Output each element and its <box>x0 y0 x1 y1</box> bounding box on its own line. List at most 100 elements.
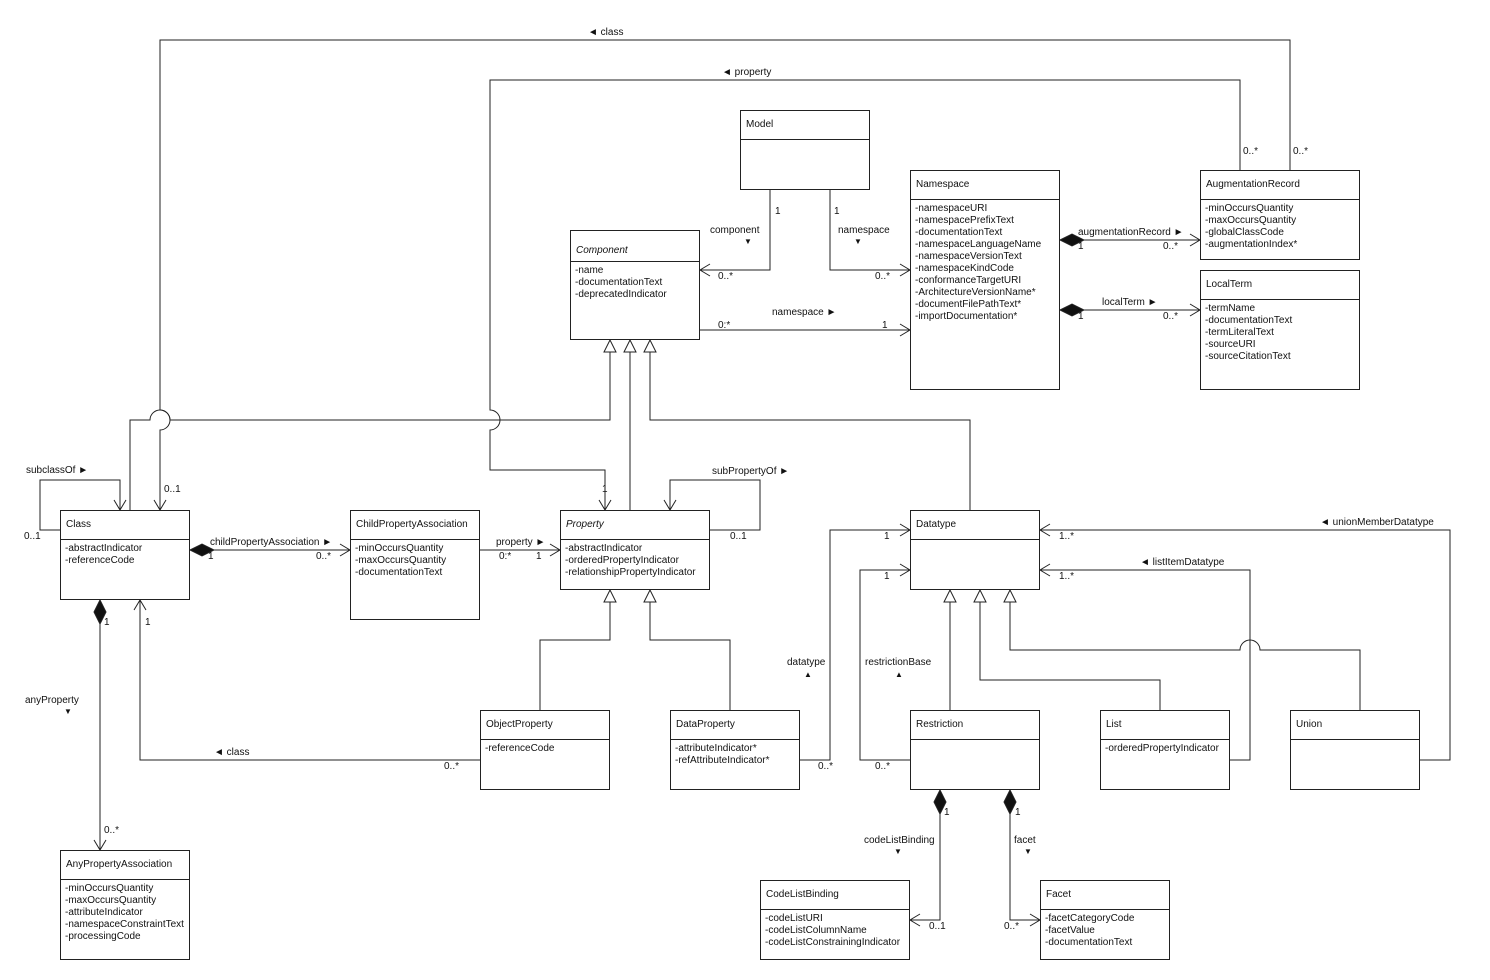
attribute: -codeListConstrainingIndicator <box>765 937 901 948</box>
attribute: -orderedPropertyIndicator <box>565 555 679 566</box>
attribute: -importDocumentation* <box>915 311 1018 322</box>
attribute: -facetValue <box>1045 925 1095 936</box>
attribute-list: -codeListURI -codeListColumnName -codeLi… <box>761 910 909 949</box>
class-box-facet[interactable]: Facet -facetCategoryCode -facetValue -do… <box>1040 880 1170 960</box>
multiplicity-label: 1 <box>536 551 542 562</box>
attribute: -documentFilePathText* <box>915 299 1022 310</box>
direction-arrow-icon: ▼ <box>1024 847 1032 856</box>
attribute: -maxOccursQuantity <box>1205 215 1297 226</box>
class-box-local-term[interactable]: LocalTerm -termName -documentationText -… <box>1200 270 1360 390</box>
facet-diamond <box>1003 788 1017 816</box>
role-label: namespace <box>838 225 890 236</box>
attribute: -referenceCode <box>65 555 135 566</box>
direction-arrow-icon: ▲ <box>804 670 812 679</box>
attribute: -namespacePrefixText <box>915 215 1014 226</box>
role-label: childPropertyAssociation ► <box>210 537 333 548</box>
role-label: augmentationRecord ► <box>1078 227 1184 238</box>
class-name: Facet <box>1041 881 1169 910</box>
class-box-data-property[interactable]: DataProperty -attributeIndicator* -refAt… <box>670 710 800 790</box>
class-box-code-list-binding[interactable]: CodeListBinding -codeListURI -codeListCo… <box>760 880 910 960</box>
class-name: Datatype <box>911 511 1039 540</box>
attribute: -facetCategoryCode <box>1045 913 1135 924</box>
attribute: -globalClassCode <box>1205 227 1284 238</box>
attribute-list: -minOccursQuantity -maxOccursQuantity -d… <box>351 540 479 579</box>
role-label: restrictionBase <box>865 657 932 668</box>
class-name: DataProperty <box>671 711 799 740</box>
attribute-list: -minOccursQuantity -maxOccursQuantity -a… <box>61 880 189 943</box>
facet-connector <box>1009 814 1040 921</box>
union-memberdatatype-arrowhead <box>1039 523 1051 537</box>
role-label: subclassOf ► <box>26 465 89 476</box>
role-label: property ► <box>496 537 546 548</box>
role-label: ◄ listItemDatatype <box>1140 557 1225 568</box>
attribute: -deprecatedIndicator <box>575 289 667 300</box>
class-box-component[interactable]: Component -name -documentationText -depr… <box>570 230 700 340</box>
anyproperty-diamond <box>93 598 107 626</box>
attribute: -namespaceKindCode <box>915 263 1014 274</box>
multiplicity-label: 1 <box>944 807 950 818</box>
namespace-localterm-diamond <box>1058 303 1086 317</box>
attribute: -namespaceLanguageName <box>915 239 1042 250</box>
property-generalization-triangle-1 <box>603 588 617 603</box>
component-generalization-triangle-2 <box>623 338 637 353</box>
attribute: -namespaceVersionText <box>915 251 1022 262</box>
class-name: ChildPropertyAssociation <box>351 511 479 540</box>
class-box-model[interactable]: Model <box>740 110 870 190</box>
component-generalization-triangle-3 <box>643 338 657 353</box>
multiplicity-label: 0..1 <box>730 531 747 542</box>
attribute: -minOccursQuantity <box>1205 203 1294 214</box>
multiplicity-label: 0..* <box>818 761 834 772</box>
class-name: Namespace <box>911 171 1059 200</box>
attribute-list: -abstractIndicator -orderedPropertyIndic… <box>561 540 709 579</box>
namespace-augmentation-diamond <box>1058 233 1086 247</box>
class-box-restriction[interactable]: Restriction <box>910 710 1040 790</box>
class-name: LocalTerm <box>1201 271 1359 300</box>
codelistbinding-diamond <box>933 788 947 816</box>
class-name: AugmentationRecord <box>1201 171 1359 200</box>
role-label: anyProperty <box>25 695 79 706</box>
subpropertyof-connector <box>669 479 761 531</box>
class-box-union[interactable]: Union <box>1290 710 1420 790</box>
multiplicity-label: 1 <box>208 551 214 562</box>
attribute: -documentationText <box>355 567 443 578</box>
objectproperty-class-connector <box>139 600 480 761</box>
model-component-connector <box>700 190 771 271</box>
role-label: ◄ unionMemberDatatype <box>1320 517 1434 528</box>
role-label: datatype <box>787 657 826 668</box>
class-box-object-property[interactable]: ObjectProperty -referenceCode <box>480 710 610 790</box>
multiplicity-label: 0..1 <box>164 484 181 495</box>
class-box-datatype[interactable]: Datatype <box>910 510 1040 590</box>
direction-arrow-icon: ▼ <box>744 237 752 246</box>
union-generalization <box>1009 602 1361 710</box>
class-box-any-property-association[interactable]: AnyPropertyAssociation -minOccursQuantit… <box>60 850 190 960</box>
attribute: -processingCode <box>65 931 141 942</box>
role-label: facet <box>1014 835 1036 846</box>
role-label: ◄ class <box>214 747 250 758</box>
multiplicity-label: 1 <box>882 320 888 331</box>
attribute: -minOccursQuantity <box>65 883 154 894</box>
class-name: Union <box>1291 711 1419 740</box>
multiplicity-label: 0..1 <box>24 531 41 542</box>
class-name: Restriction <box>911 711 1039 740</box>
association-label: ◄ class <box>588 27 624 38</box>
class-box-property[interactable]: Property -abstractIndicator -orderedProp… <box>560 510 710 590</box>
class-name: Model <box>741 111 869 140</box>
class-box-child-property-association[interactable]: ChildPropertyAssociation -minOccursQuant… <box>350 510 480 620</box>
attribute: -sourceURI <box>1205 339 1256 350</box>
direction-arrow-icon: ▼ <box>854 237 862 246</box>
multiplicity-label: 1 <box>1015 807 1021 818</box>
datatype-generalization-triangle-1 <box>943 588 957 603</box>
childproperty-diamond <box>188 543 216 557</box>
multiplicity-label: 0:* <box>499 551 512 562</box>
multiplicity-label: 0..* <box>1293 146 1309 157</box>
class-box-namespace[interactable]: Namespace -namespaceURI -namespacePrefix… <box>910 170 1060 390</box>
direction-arrow-icon: ▼ <box>894 847 902 856</box>
attribute: -conformanceTargetURI <box>915 275 1022 286</box>
class-box-augmentation-record[interactable]: AugmentationRecord -minOccursQuantity -m… <box>1200 170 1360 260</box>
multiplicity-label: 1 <box>834 206 840 217</box>
class-box-list[interactable]: List -orderedPropertyIndicator <box>1100 710 1230 790</box>
class-box-class[interactable]: Class -abstractIndicator -referenceCode <box>60 510 190 600</box>
attribute-list: -termName -documentationText -termLitera… <box>1201 300 1359 363</box>
datatype-generalization-triangle-2 <box>973 588 987 603</box>
